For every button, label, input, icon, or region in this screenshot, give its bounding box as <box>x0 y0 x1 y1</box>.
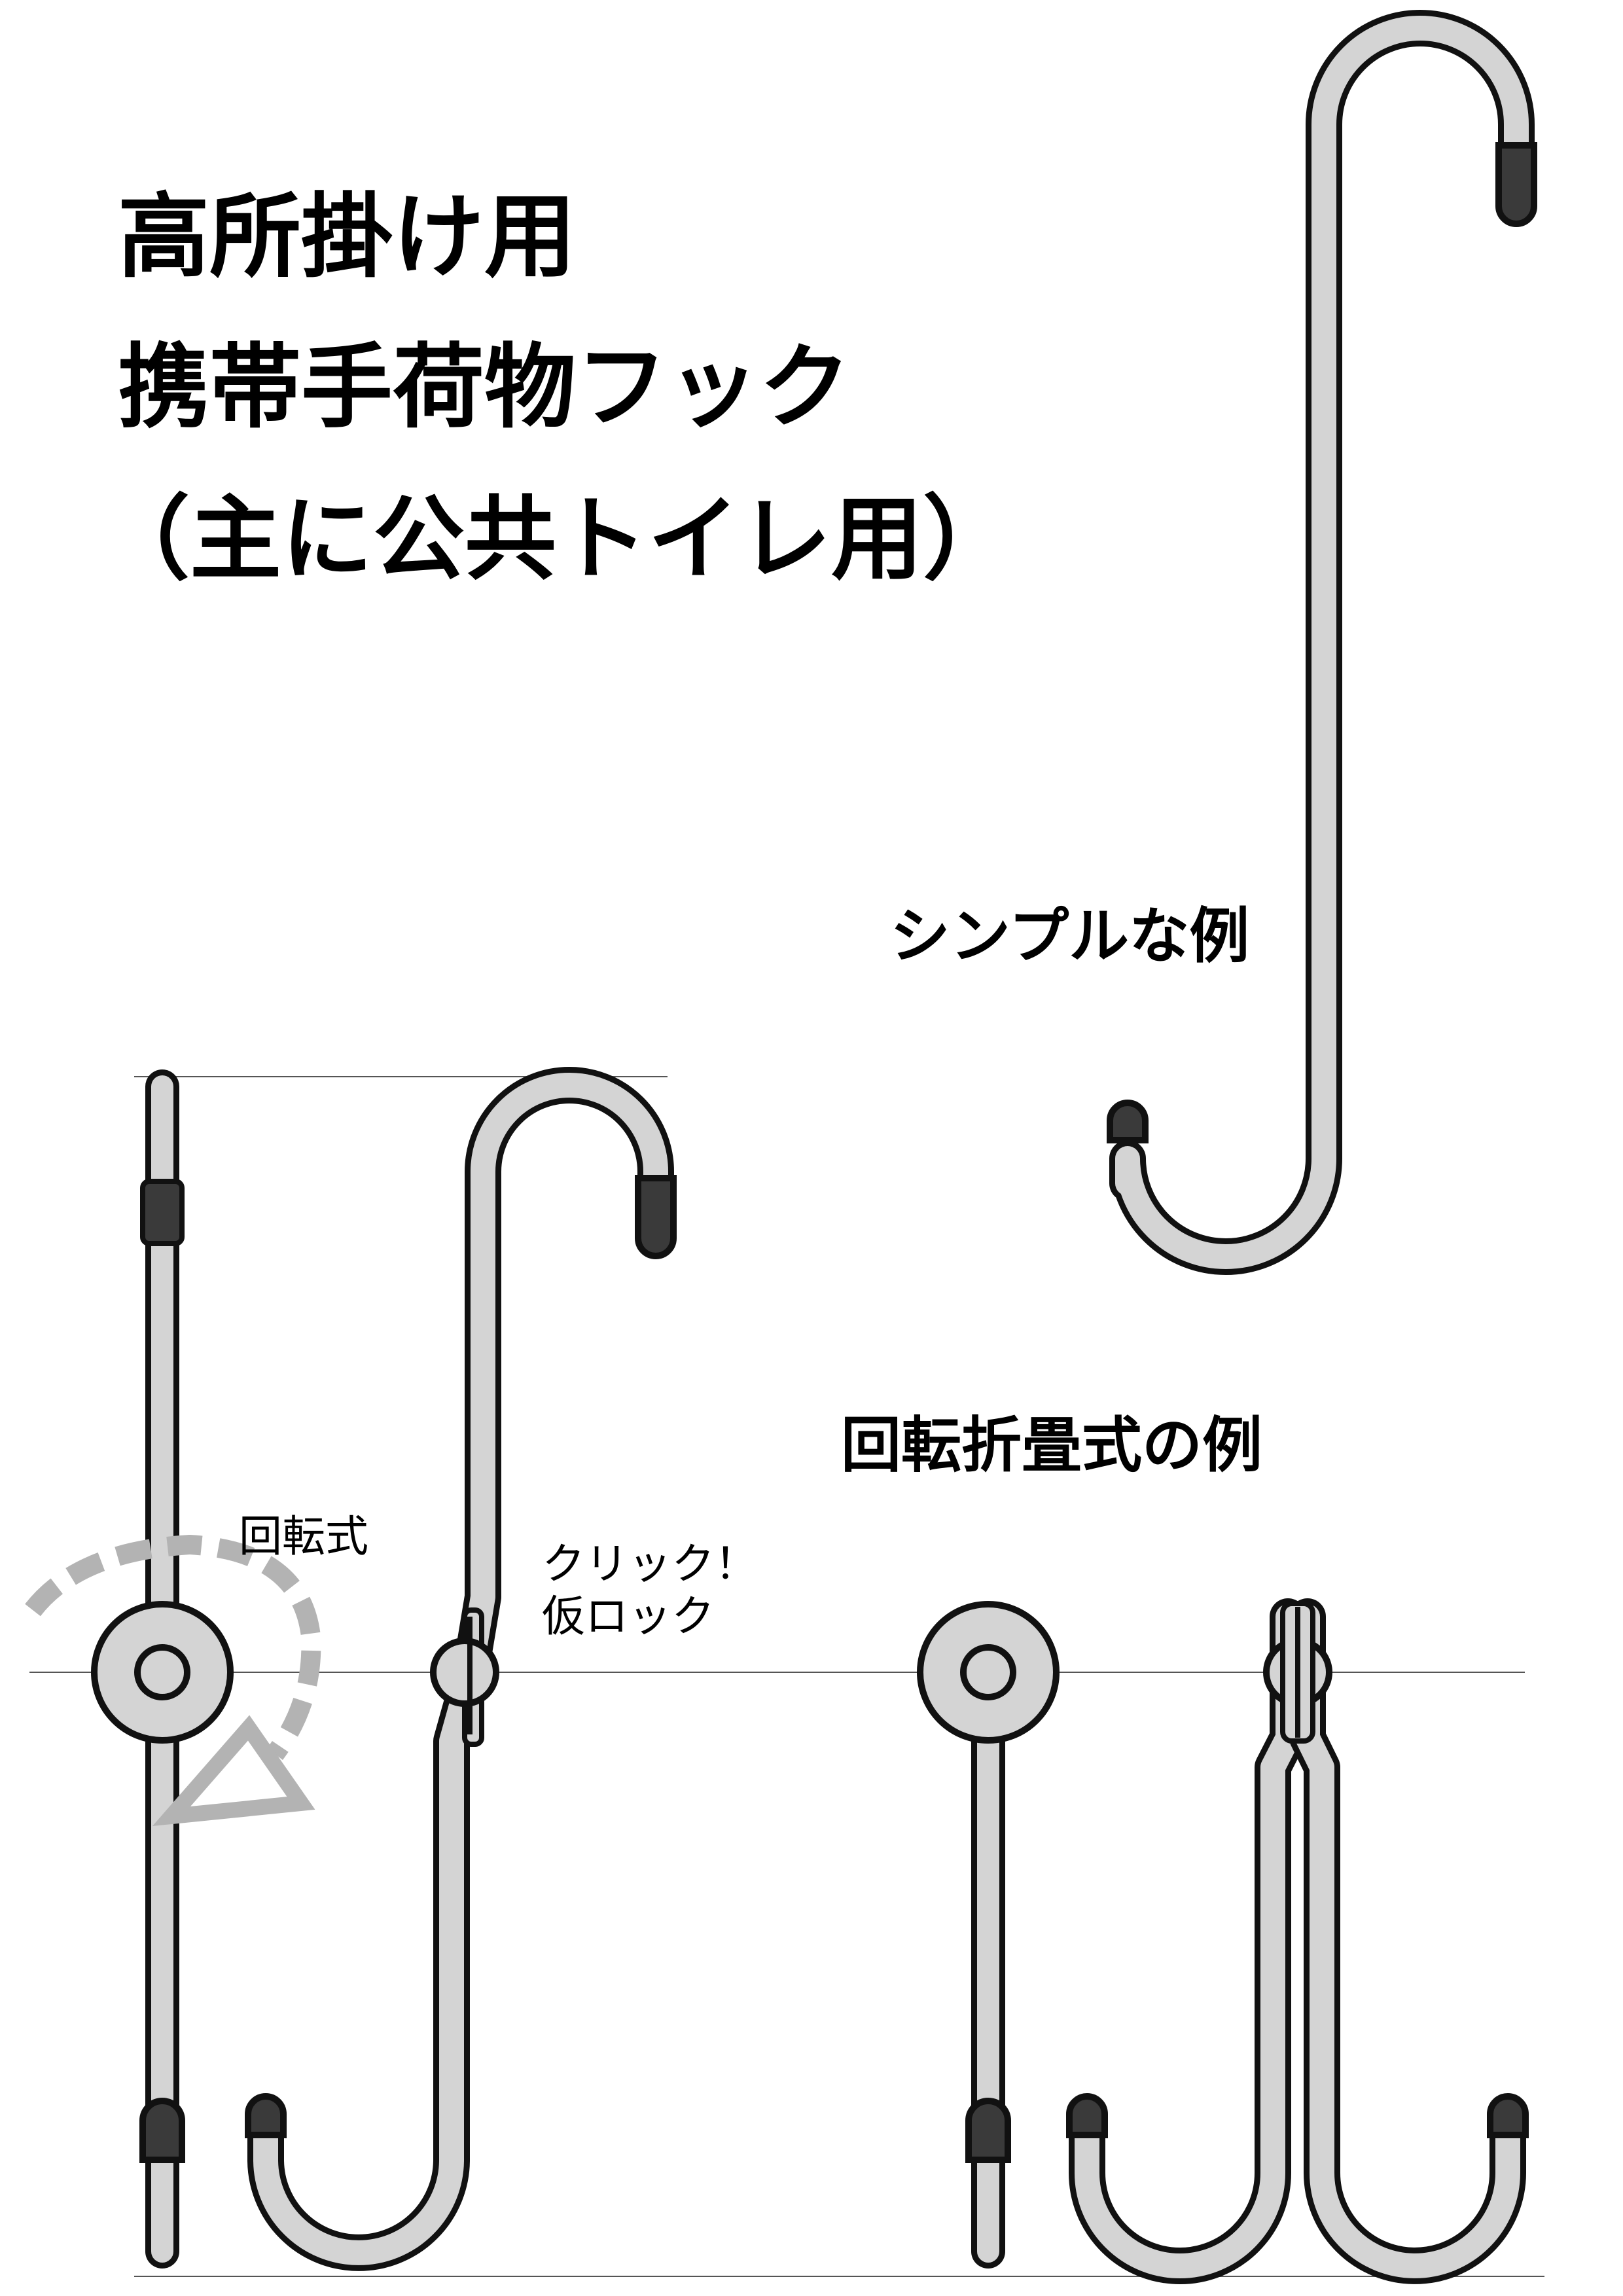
folded-arm-rubber-tip <box>965 2098 1011 2163</box>
pivot-hole <box>134 1644 190 1700</box>
rotation-annotation: 回転式 <box>239 1511 368 1562</box>
folded-pivot-hole <box>960 1644 1016 1700</box>
folded-left-rubber-tip <box>1066 2093 1108 2138</box>
simple-example-label: シンプルな例 <box>890 901 1249 971</box>
folding-example-label: 回転折畳式の例 <box>841 1410 1262 1480</box>
arm-upper-rubber-sleeve <box>140 1179 185 1246</box>
folded-right-rubber-tip <box>1487 2093 1529 2138</box>
simple-bottom-rubber-tip <box>1107 1100 1149 1143</box>
main-hook-top-rubber-tip <box>635 1175 677 1259</box>
title-line-3: （主に公共トイレ用） <box>98 486 1014 593</box>
folded-arm <box>917 1601 1060 2269</box>
title-line-2: 携帯手荷物フック <box>118 334 851 441</box>
rotating-arm <box>91 1069 234 2269</box>
main-j-hook <box>245 1067 677 2271</box>
arm-lower-rubber-tip <box>139 2098 185 2163</box>
click-annotation-line-2: 仮ロック <box>542 1591 715 1641</box>
rotation-arrow-head <box>152 1715 315 1826</box>
click-annotation-line-1: クリック！ <box>542 1539 758 1589</box>
main-hook-bottom-rubber-tip <box>245 2093 287 2138</box>
rotation-arrow <box>25 1534 321 1826</box>
folded-double-hook <box>1066 1598 1529 2284</box>
title-line-1: 高所掛け用 <box>118 184 576 291</box>
simple-s-hook <box>1107 10 1537 1275</box>
simple-top-rubber-tip <box>1495 142 1537 227</box>
lock-knob <box>430 1638 499 1707</box>
